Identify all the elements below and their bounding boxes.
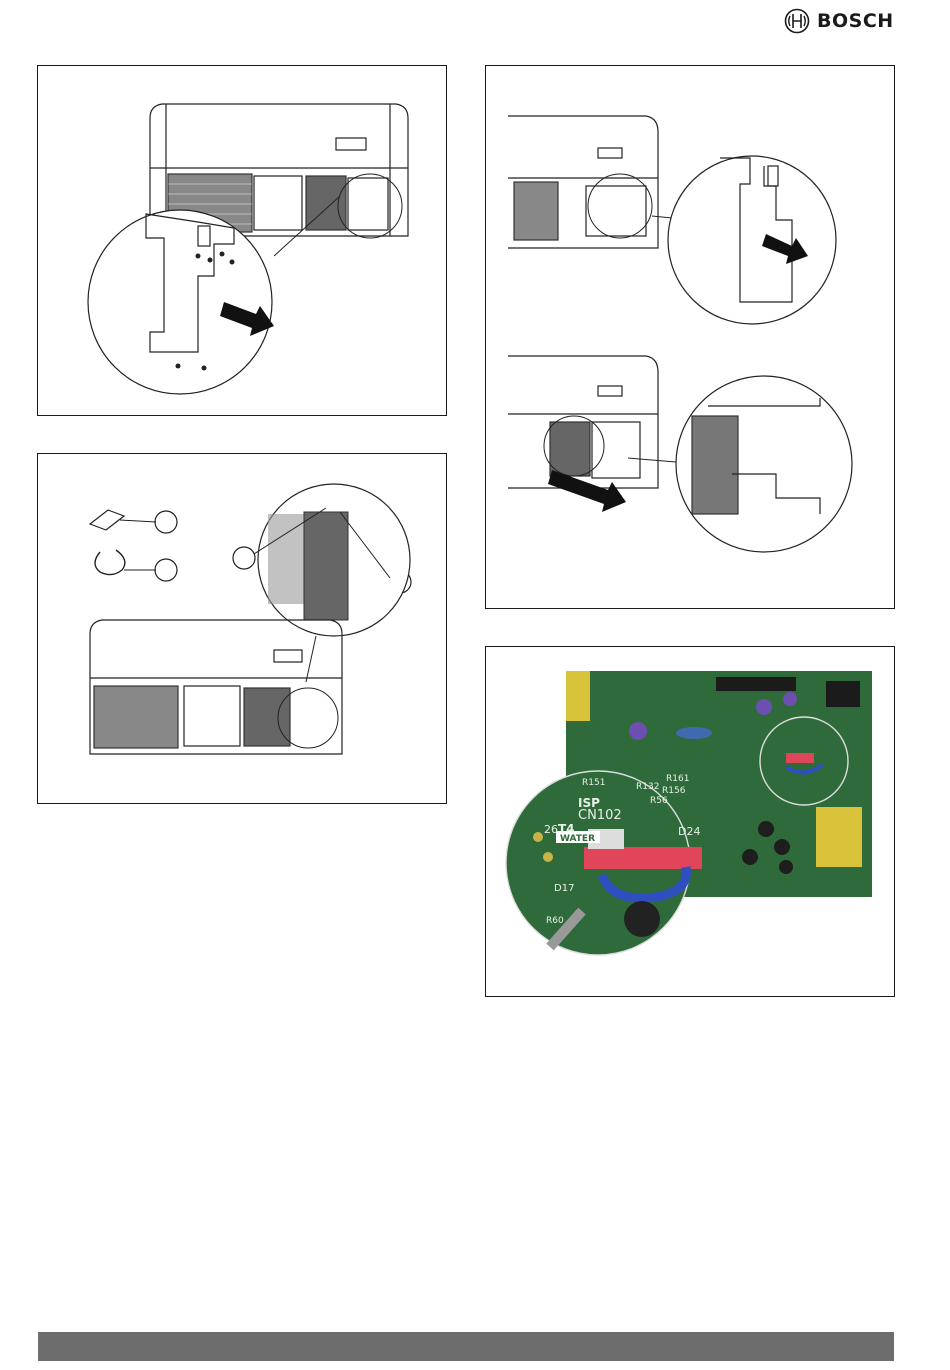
- callout-circle: [155, 559, 177, 581]
- footer-bar: [38, 1332, 894, 1361]
- pcb-label-26: 26: [544, 823, 558, 836]
- pcb-label-r60: R60: [546, 916, 564, 926]
- callout-circle: [155, 511, 177, 533]
- pcb-label-r161: R161: [666, 774, 689, 784]
- pcb-label-d24: D24: [678, 825, 700, 838]
- pcb-label-d17: D17: [554, 883, 574, 894]
- unit-body: [90, 620, 342, 754]
- callout-circle: [233, 547, 255, 569]
- accessories-illustration: [38, 454, 446, 803]
- pcb-label-r151: R151: [582, 778, 605, 788]
- unit-step-2: [508, 356, 658, 488]
- unit-step-1: [508, 116, 658, 248]
- pcb-label-water: WATER: [560, 834, 595, 844]
- unit-illustration: [38, 66, 446, 415]
- figure-bracket-replace: [485, 65, 895, 609]
- cable-tie-icon: [95, 550, 125, 575]
- pcb-label-r156: R156: [662, 786, 686, 796]
- brand-name: BOSCH: [817, 10, 894, 32]
- figure-pcb-connector: R151 R161 R156 R132 R56 ISP CN102 26 T4 …: [485, 646, 895, 997]
- pcb-label-r132: R132: [636, 782, 659, 792]
- figure-bracket-removal: [37, 65, 447, 416]
- figure-accessory-parts: [37, 453, 447, 804]
- pad-icon: [90, 510, 124, 530]
- bosch-armature-icon: [784, 8, 810, 34]
- unit-illustration-steps: [486, 66, 894, 608]
- pcb-label-r56: R56: [650, 796, 668, 806]
- bosch-logo: BOSCH: [784, 6, 894, 36]
- pcb-label-cn102: CN102: [578, 808, 622, 823]
- pcb-photo: R151 R161 R156 R132 R56 ISP CN102 26 T4 …: [486, 647, 894, 996]
